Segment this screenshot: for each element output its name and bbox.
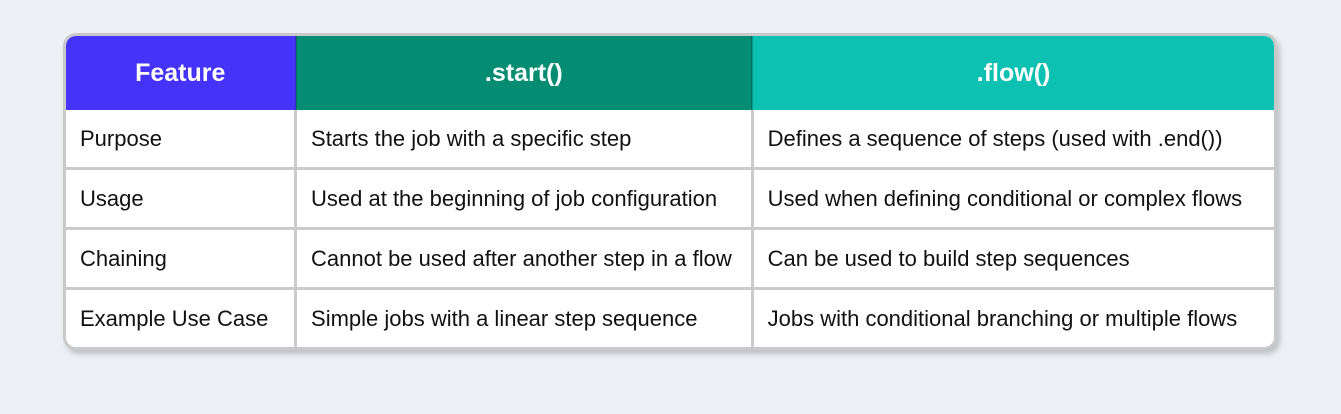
cell-purpose-flow: Defines a sequence of steps (used with .… — [750, 110, 1274, 170]
table-row: Usage Used at the beginning of job confi… — [66, 167, 1274, 230]
cell-example-flow: Jobs with conditional branching or multi… — [750, 287, 1274, 347]
row-label-example-use-case: Example Use Case — [66, 287, 298, 347]
column-header-start: .start() — [294, 36, 753, 110]
cell-chaining-flow: Can be used to build step sequences — [750, 227, 1274, 290]
cell-purpose-start: Starts the job with a specific step — [294, 110, 754, 170]
column-header-feature: Feature — [66, 36, 296, 110]
table-header-row: Feature .start() .flow() — [66, 36, 1274, 110]
row-label-chaining: Chaining — [66, 227, 298, 290]
cell-usage-flow: Used when defining conditional or comple… — [750, 167, 1274, 230]
comparison-table: Feature .start() .flow() Purpose Starts … — [66, 36, 1274, 347]
table-row: Purpose Starts the job with a specific s… — [66, 110, 1274, 170]
comparison-table-card: Feature .start() .flow() Purpose Starts … — [63, 33, 1277, 350]
cell-example-start: Simple jobs with a linear step sequence — [294, 287, 754, 347]
table-row: Example Use Case Simple jobs with a line… — [66, 287, 1274, 347]
table-row: Chaining Cannot be used after another st… — [66, 227, 1274, 290]
row-label-purpose: Purpose — [66, 110, 298, 170]
cell-usage-start: Used at the beginning of job configurati… — [294, 167, 754, 230]
column-header-flow: .flow() — [751, 36, 1274, 110]
row-label-usage: Usage — [66, 167, 298, 230]
cell-chaining-start: Cannot be used after another step in a f… — [294, 227, 754, 290]
